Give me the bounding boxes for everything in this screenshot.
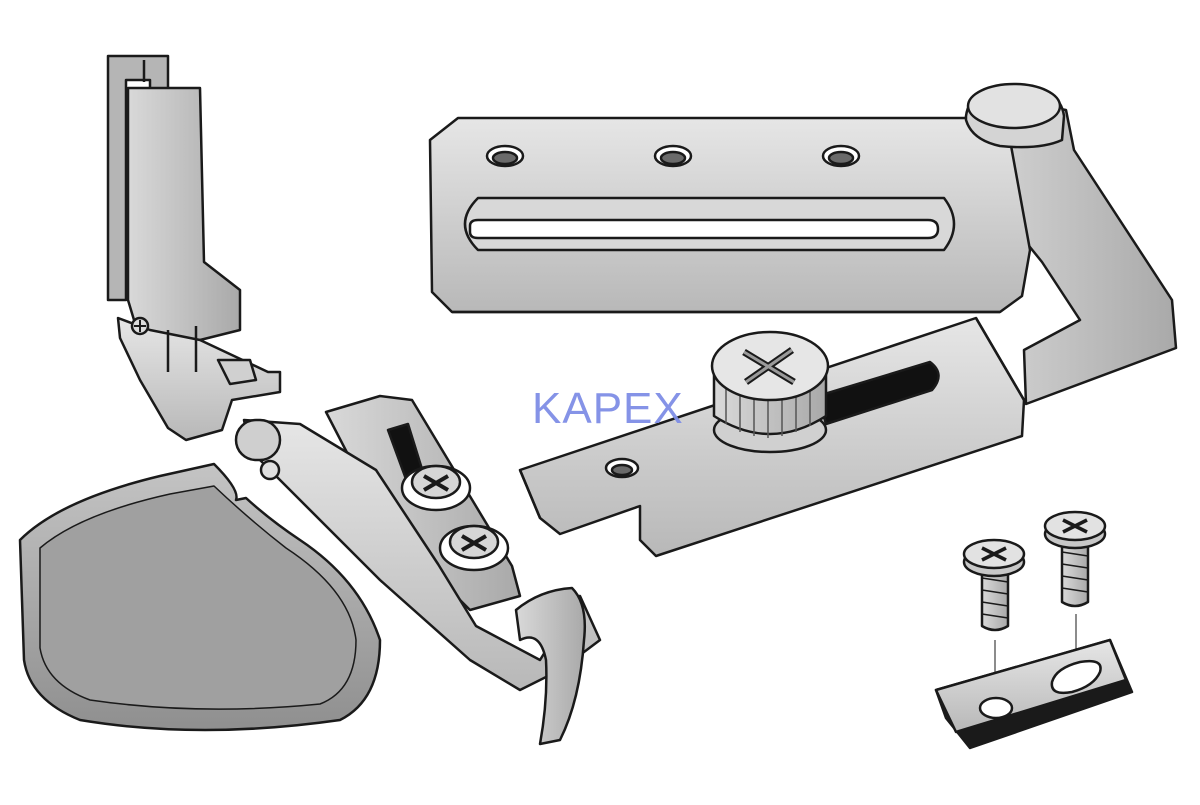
thumb-screw-icon [710,330,830,454]
binder-icon [18,394,602,746]
presser-foot-icon [106,54,282,442]
bracket-icon [428,82,1178,406]
screw-icon [962,510,1107,702]
plate-icon [934,638,1134,750]
